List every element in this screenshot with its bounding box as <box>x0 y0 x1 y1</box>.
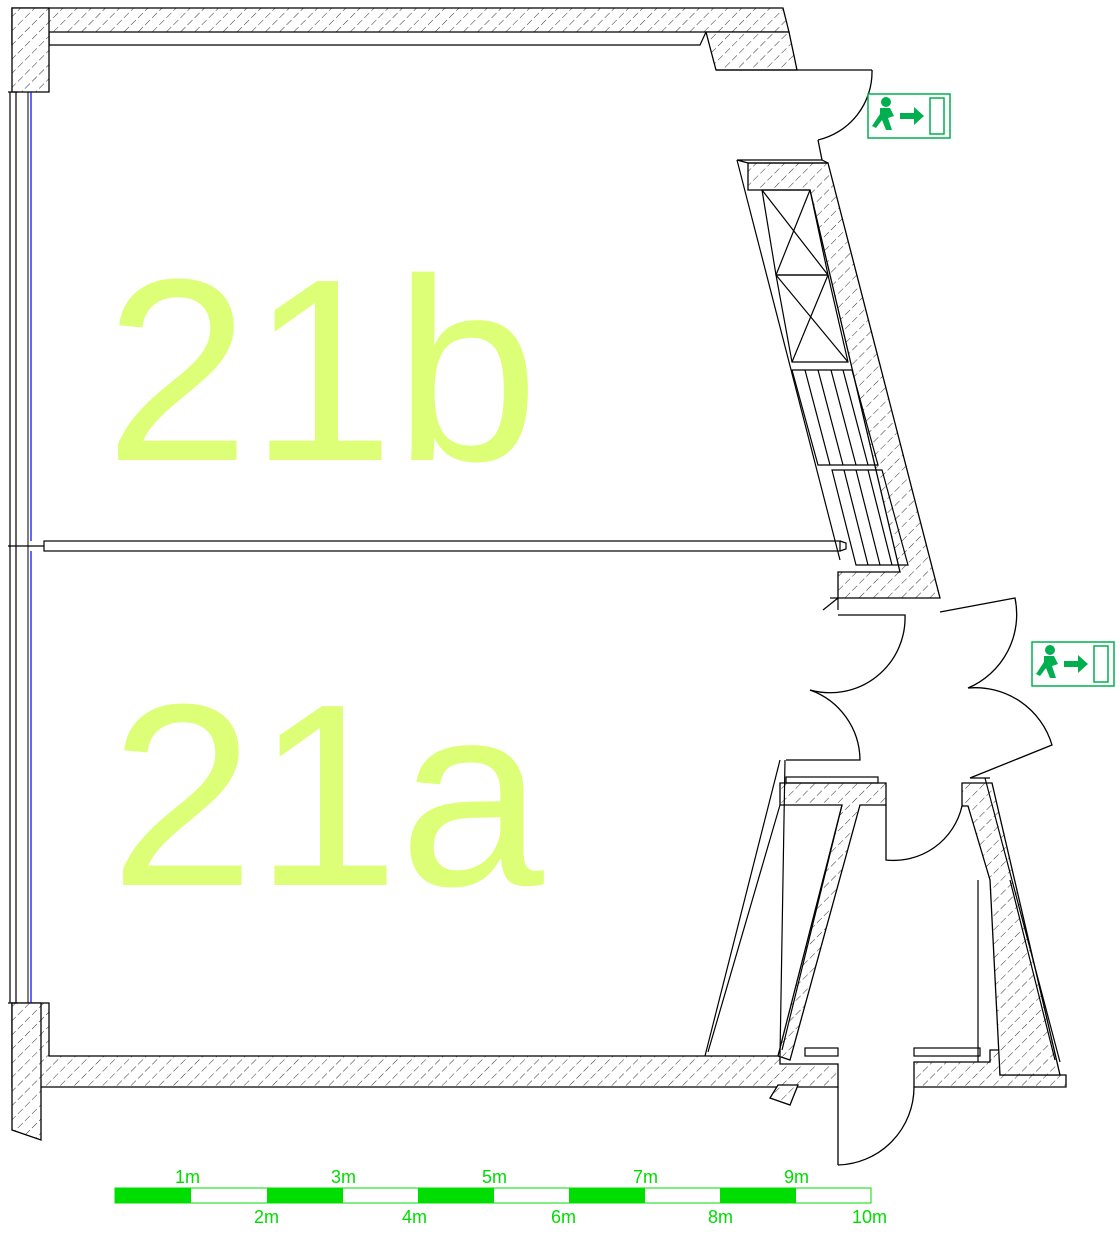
arrow-right-icon <box>900 107 924 125</box>
door-swing-top <box>817 69 873 141</box>
walls <box>11 7 1067 1141</box>
wall-top-left <box>11 7 50 93</box>
wall-right-lower-mid <box>961 782 1061 1076</box>
door-symbol-icon <box>1093 645 1109 683</box>
wall-top <box>11 7 790 46</box>
scale-segment-3 <box>267 1188 343 1203</box>
wall-right-upper <box>747 162 941 599</box>
wall-bottom-stub <box>769 1084 799 1106</box>
shelving-upper <box>791 369 879 466</box>
scale-label-3m: 3m <box>331 1167 356 1187</box>
room-label-21b: 21b <box>105 226 539 516</box>
fixtures <box>8 31 1061 1063</box>
running-person-icon <box>872 97 894 130</box>
exit-sign-top <box>867 93 951 139</box>
wall-bottom-left-corner <box>11 1002 42 1141</box>
exit-sign-mid <box>1031 641 1115 687</box>
scale-label-7m: 7m <box>633 1167 658 1187</box>
door-swing-mid-left <box>809 614 906 694</box>
scale-bar: 1m 3m 5m 7m 9m 2m 4m 6m 8m 10m <box>114 1167 887 1227</box>
scale-segment-5 <box>418 1188 494 1203</box>
door-swing-mid-right <box>939 597 1018 689</box>
scale-label-5m: 5m <box>482 1167 507 1187</box>
scale-segment-7 <box>569 1188 645 1203</box>
room-label-21a: 21a <box>110 651 545 941</box>
wall-bottom <box>11 1002 839 1088</box>
partition-wall <box>43 540 841 552</box>
running-person-icon <box>1036 645 1058 678</box>
scale-label-8m: 8m <box>708 1207 733 1227</box>
scale-label-2m: 2m <box>254 1207 279 1227</box>
shelving-lower <box>831 469 909 566</box>
scale-label-9m: 9m <box>784 1167 809 1187</box>
door-swing-bottom <box>837 1086 915 1166</box>
scale-segment-9 <box>720 1188 796 1203</box>
scale-label-4m: 4m <box>402 1207 427 1227</box>
door-swing-lower <box>885 805 963 862</box>
arrow-right-icon <box>1064 655 1088 673</box>
scale-segment-1 <box>115 1188 191 1203</box>
doors <box>716 69 1053 1166</box>
windows <box>27 92 32 1003</box>
scale-label-10m: 10m <box>852 1207 887 1227</box>
wall-top-right-jamb <box>705 31 798 71</box>
scale-label-6m: 6m <box>551 1207 576 1227</box>
wall-right-lower-left <box>777 782 887 1061</box>
door-symbol-icon <box>929 97 945 135</box>
scale-label-1m: 1m <box>175 1167 200 1187</box>
